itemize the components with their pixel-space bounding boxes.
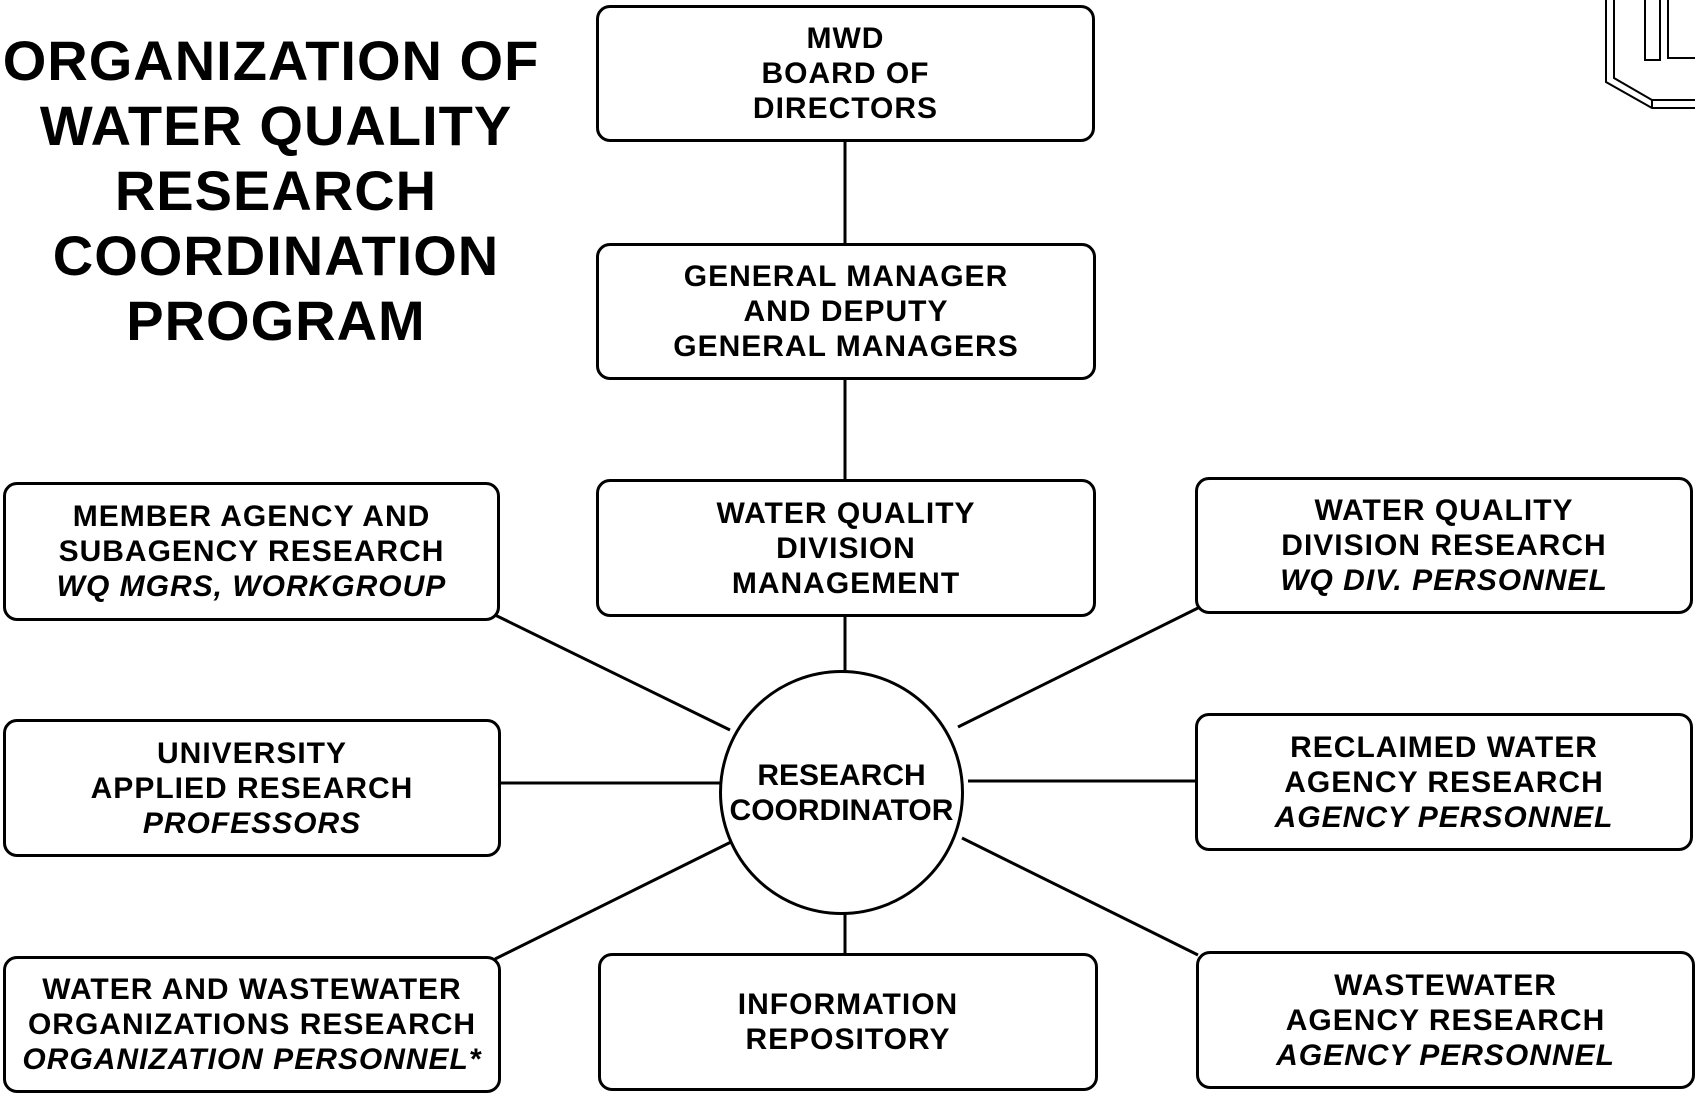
box-personnel-line: AGENCY PERSONNEL	[1274, 800, 1614, 834]
box-line: BOARD OF	[761, 57, 930, 90]
hub-line: RESEARCH	[757, 758, 926, 792]
box-information-repository: INFORMATION REPOSITORY	[598, 953, 1098, 1091]
box-personnel-line: WQ DIV. PERSONNEL	[1280, 564, 1608, 597]
research-coordinator-hub: RESEARCH COORDINATOR	[719, 670, 964, 915]
box-line: GENERAL MANAGER	[683, 260, 1009, 293]
box-line: WASTEWATER	[1334, 968, 1557, 1002]
box-line: GENERAL MANAGERS	[673, 330, 1019, 363]
box-general-manager: GENERAL MANAGER AND DEPUTY GENERAL MANAG…	[596, 243, 1096, 380]
box-personnel-line: WQ MGRS, WORKGROUP	[56, 570, 447, 603]
box-line: REPOSITORY	[745, 1023, 951, 1056]
box-board-of-directors: MWD BOARD OF DIRECTORS	[596, 5, 1095, 142]
box-line: MWD	[806, 22, 885, 55]
box-line: WATER QUALITY	[716, 496, 976, 530]
connector-member-hub	[494, 613, 731, 732]
box-water-wastewater-orgs-research: WATER AND WASTEWATER ORGANIZATIONS RESEA…	[3, 956, 501, 1093]
box-line: DIVISION	[776, 531, 916, 565]
box-personnel-line: PROFESSORS	[142, 806, 362, 840]
title-line: RESEARCH	[114, 159, 438, 222]
box-university-research: UNIVERSITY APPLIED RESEARCH PROFESSORS	[3, 719, 501, 857]
box-line: ORGANIZATIONS RESEARCH	[27, 1008, 477, 1041]
box-member-agency-research: MEMBER AGENCY AND SUBAGENCY RESEARCH WQ …	[3, 482, 500, 621]
title-line: PROGRAM	[126, 289, 426, 352]
title-line: WATER QUALITY	[39, 94, 513, 157]
box-personnel-line: AGENCY PERSONNEL	[1276, 1038, 1615, 1072]
box-line: AND DEPUTY	[743, 295, 949, 328]
connector-wastewater-hub	[961, 836, 1199, 957]
box-line: RECLAIMED WATER	[1290, 730, 1598, 764]
title-line: COORDINATION	[52, 224, 500, 287]
connector-orgs-hub	[494, 839, 734, 961]
box-line: AGENCY RESEARCH	[1284, 765, 1604, 799]
box-line: DIRECTORS	[752, 92, 939, 125]
corner-logo	[1605, 0, 1695, 109]
hub-line: COORDINATOR	[729, 793, 954, 827]
box-wq-division-research: WATER QUALITY DIVISION RESEARCH WQ DIV. …	[1195, 477, 1693, 614]
box-line: MEMBER AGENCY AND	[72, 500, 431, 533]
box-wq-division-management: WATER QUALITY DIVISION MANAGEMENT	[596, 479, 1096, 617]
box-line: UNIVERSITY	[156, 736, 348, 770]
box-line: MANAGEMENT	[731, 566, 961, 600]
diagram-title: ORGANIZATION OF WATER QUALITY RESEARCH C…	[0, 28, 552, 353]
box-line: SUBAGENCY RESEARCH	[58, 535, 445, 568]
box-line: DIVISION RESEARCH	[1281, 529, 1607, 562]
box-line: AGENCY RESEARCH	[1285, 1003, 1606, 1037]
box-line: WATER AND WASTEWATER	[42, 973, 462, 1006]
box-line: WATER QUALITY	[1314, 494, 1574, 527]
box-wastewater-agency-research: WASTEWATER AGENCY RESEARCH AGENCY PERSON…	[1196, 951, 1695, 1089]
box-line: INFORMATION	[737, 988, 959, 1021]
box-reclaimed-water-research: RECLAIMED WATER AGENCY RESEARCH AGENCY P…	[1195, 713, 1693, 851]
title-line: ORGANIZATION OF	[2, 29, 540, 92]
box-line: APPLIED RESEARCH	[90, 771, 414, 805]
box-personnel-line: ORGANIZATION PERSONNEL*	[22, 1043, 482, 1076]
connector-wqresearch-hub	[957, 605, 1201, 729]
